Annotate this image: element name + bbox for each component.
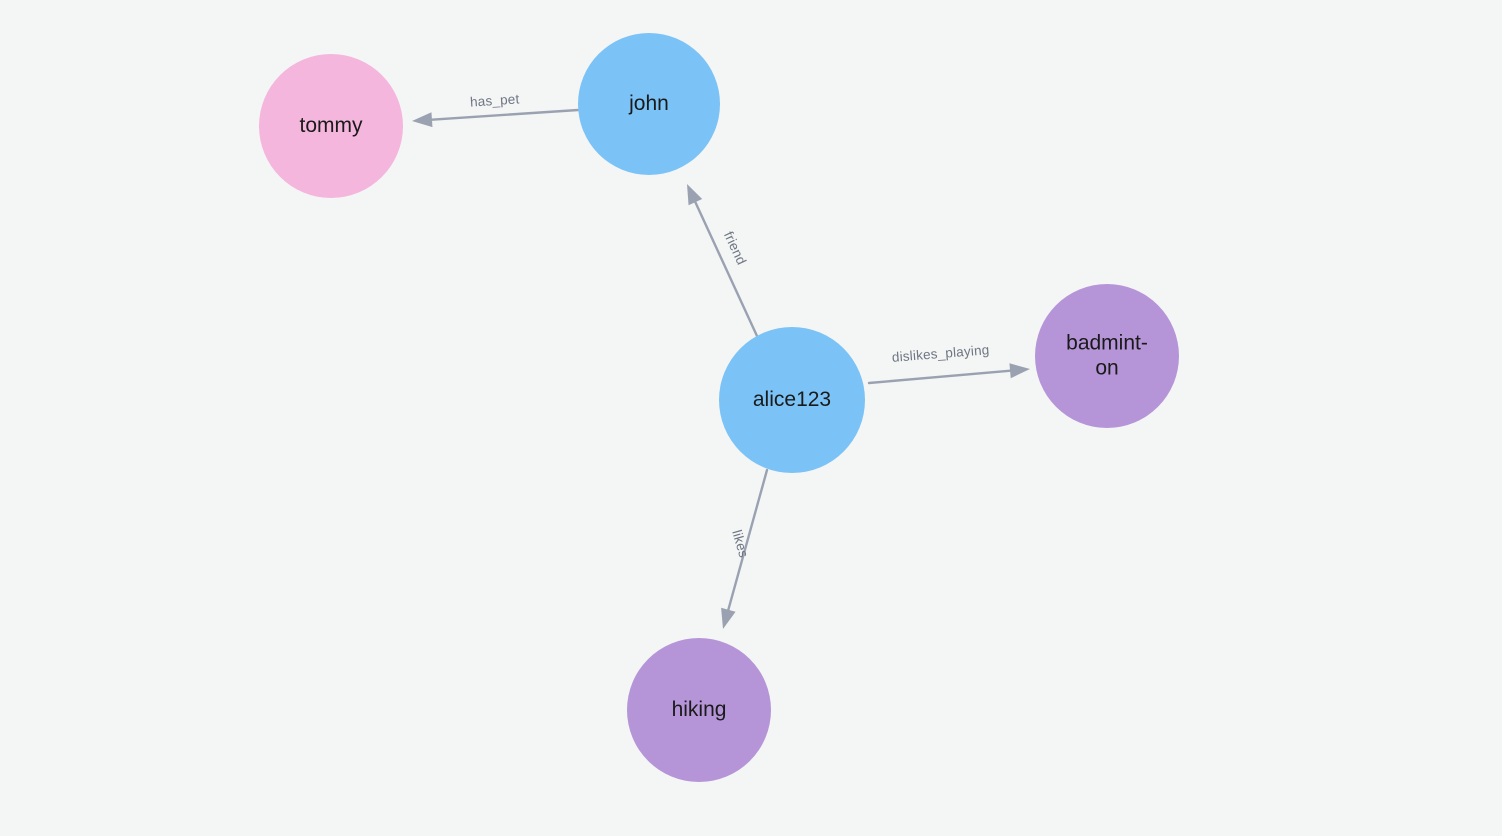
graph-node-hiking[interactable]: hiking xyxy=(627,638,771,782)
node-label: tommy xyxy=(300,114,364,137)
graph-edge[interactable]: friend xyxy=(687,184,759,338)
edge-label: has_pet xyxy=(470,91,520,109)
edge-label: likes xyxy=(729,528,751,559)
graph-edge[interactable]: has_pet xyxy=(412,91,580,128)
node-circle[interactable] xyxy=(259,54,403,198)
edge-label: dislikes_playing xyxy=(891,342,990,365)
node-label: john xyxy=(628,92,669,115)
edge-line xyxy=(726,468,769,613)
graph-node-tommy[interactable]: tommy xyxy=(259,54,403,198)
edge-arrowhead-icon xyxy=(687,184,703,206)
node-circle[interactable] xyxy=(627,638,771,782)
node-label: hiking xyxy=(672,698,727,721)
node-circle[interactable] xyxy=(578,33,720,175)
node-label: alice123 xyxy=(753,388,831,411)
graph-node-alice123[interactable]: alice123 xyxy=(719,327,865,473)
graph-node-badminton[interactable]: badmint-on xyxy=(1035,284,1179,428)
graph-node-john[interactable]: john xyxy=(578,33,720,175)
graph-edge[interactable]: dislikes_playing xyxy=(867,342,1030,385)
graph-edge[interactable]: likes xyxy=(721,468,769,629)
edge-arrowhead-icon xyxy=(1009,363,1030,379)
edge-arrowhead-icon xyxy=(412,112,433,128)
edge-line xyxy=(693,199,759,338)
node-circle[interactable] xyxy=(1035,284,1179,428)
node-label: badmint-on xyxy=(1066,331,1148,379)
edge-arrowhead-icon xyxy=(721,607,736,629)
edge-line xyxy=(428,108,580,122)
node-circle[interactable] xyxy=(719,327,865,473)
edge-label: friend xyxy=(721,229,749,267)
nodes-layer: tommy john alice123 badmint-on hiking xyxy=(259,33,1179,782)
edge-line xyxy=(867,369,1014,385)
